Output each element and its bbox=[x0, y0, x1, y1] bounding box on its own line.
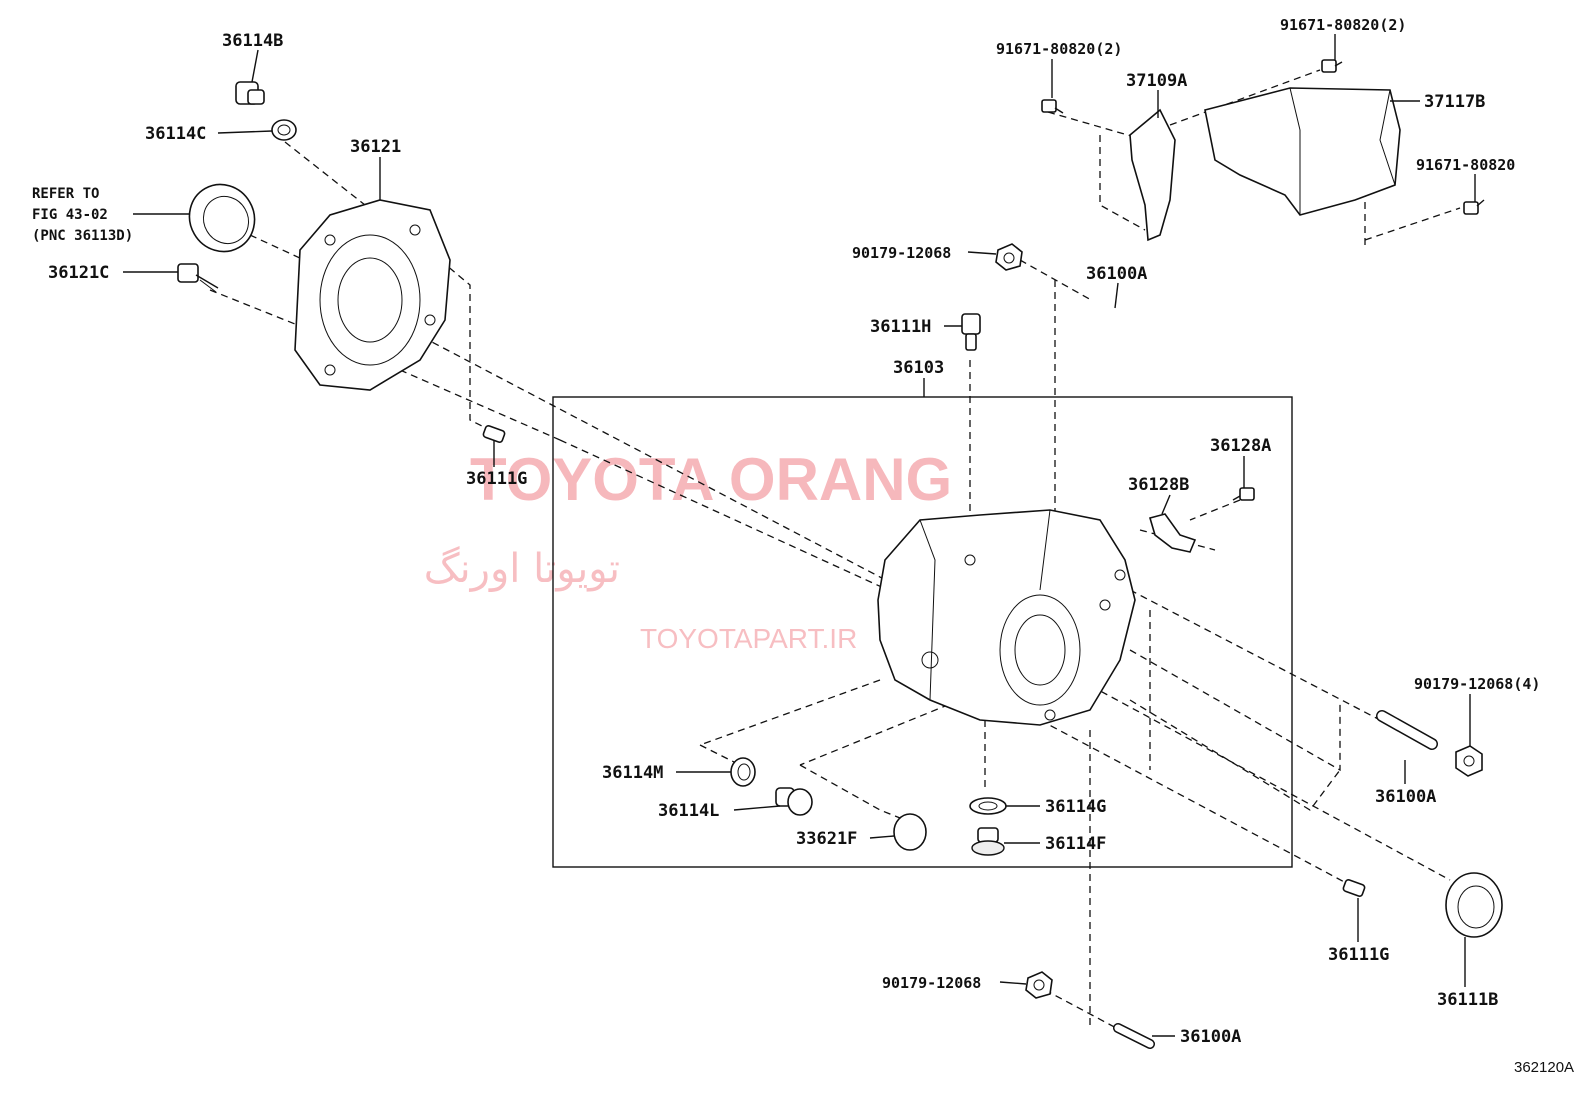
watermark-url: TOYOTAPART.IR bbox=[640, 623, 857, 654]
label-36111G-top[interactable]: 36111G bbox=[466, 469, 527, 489]
part-36111H-breather bbox=[961, 313, 981, 351]
part-90179-nut-bottom bbox=[1025, 971, 1053, 999]
label-36114F[interactable]: 36114F bbox=[1045, 834, 1106, 854]
part-91671-bolt-right bbox=[1463, 199, 1485, 215]
label-90179-right[interactable]: 90179-12068(4) bbox=[1414, 675, 1540, 693]
part-36100A-stud-bottom bbox=[1113, 1023, 1155, 1049]
part-36100A-stud-top bbox=[1088, 298, 1144, 332]
part-36114F-plug bbox=[971, 827, 1005, 856]
label-90179-bottom[interactable]: 90179-12068 bbox=[882, 974, 981, 992]
part-90179-nut-top bbox=[995, 243, 1023, 271]
part-36114B-plug bbox=[235, 81, 265, 105]
label-36100A-bottom[interactable]: 36100A bbox=[1180, 1027, 1241, 1047]
note-line2: FIG 43-02 bbox=[32, 207, 108, 223]
assembly-box-36103 bbox=[552, 396, 1293, 868]
part-91671-bolt-left bbox=[1041, 99, 1064, 114]
part-91671-bolt-top bbox=[1321, 59, 1343, 73]
part-37109A-bracket bbox=[1129, 108, 1176, 242]
solid-leaders bbox=[123, 34, 1476, 1037]
part-36121C-bolt bbox=[177, 263, 219, 293]
label-36111G-bottom[interactable]: 36111G bbox=[1328, 945, 1389, 965]
part-36114L-plug bbox=[775, 787, 813, 816]
part-36128B-bracket bbox=[1149, 513, 1197, 553]
part-33621F-plug bbox=[893, 813, 927, 851]
label-36114M[interactable]: 36114M bbox=[602, 763, 663, 783]
part-36121-cover bbox=[294, 199, 451, 391]
watermark-title: TOYOTA ORANG bbox=[470, 446, 952, 513]
label-91671-top[interactable]: 91671-80820(2) bbox=[1280, 16, 1406, 34]
note-line3[interactable]: (PNC 36113D) bbox=[32, 228, 133, 244]
part-36100A-stud-right bbox=[1376, 710, 1438, 750]
label-36128B[interactable]: 36128B bbox=[1128, 475, 1189, 495]
label-36114B[interactable]: 36114B bbox=[222, 31, 283, 51]
part-36114G-gasket bbox=[969, 797, 1007, 815]
label-36100A-top[interactable]: 36100A bbox=[1086, 264, 1147, 284]
note-line1: REFER TO bbox=[32, 186, 99, 202]
label-91671-left[interactable]: 91671-80820(2) bbox=[996, 40, 1122, 58]
part-36114M-gasket bbox=[730, 757, 756, 787]
label-36114C[interactable]: 36114C bbox=[145, 124, 206, 144]
part-36111G-pin-bottom bbox=[1342, 878, 1366, 898]
label-90179-top[interactable]: 90179-12068 bbox=[852, 244, 951, 262]
label-36103[interactable]: 36103 bbox=[893, 358, 944, 378]
label-36111B[interactable]: 36111B bbox=[1437, 990, 1498, 1010]
part-36114C-gasket bbox=[271, 119, 297, 141]
watermark-persian: تویوتا اورنگ bbox=[424, 546, 620, 592]
part-oil-seal-left bbox=[188, 183, 256, 253]
label-36114L[interactable]: 36114L bbox=[658, 801, 719, 821]
label-36111H[interactable]: 36111H bbox=[870, 317, 931, 337]
label-36114G[interactable]: 36114G bbox=[1045, 797, 1106, 817]
label-33621F[interactable]: 33621F bbox=[796, 829, 857, 849]
part-36128A-bolt bbox=[1232, 487, 1255, 501]
part-36103-differential-case bbox=[877, 509, 1136, 726]
part-36111B-oil-seal bbox=[1445, 872, 1503, 938]
label-91671-right[interactable]: 91671-80820 bbox=[1416, 156, 1515, 174]
label-37117B[interactable]: 37117B bbox=[1424, 92, 1485, 112]
label-36121[interactable]: 36121 bbox=[350, 137, 401, 157]
part-37117B-cover bbox=[1204, 87, 1401, 216]
label-36100A-right[interactable]: 36100A bbox=[1375, 787, 1436, 807]
label-37109A[interactable]: 37109A bbox=[1126, 71, 1187, 91]
label-36121C[interactable]: 36121C bbox=[48, 263, 109, 283]
figure-number: 362120A bbox=[1514, 1059, 1574, 1076]
label-36128A[interactable]: 36128A bbox=[1210, 436, 1271, 456]
part-36111G-pin-top bbox=[482, 424, 506, 444]
part-90179-nut-right bbox=[1455, 745, 1483, 777]
